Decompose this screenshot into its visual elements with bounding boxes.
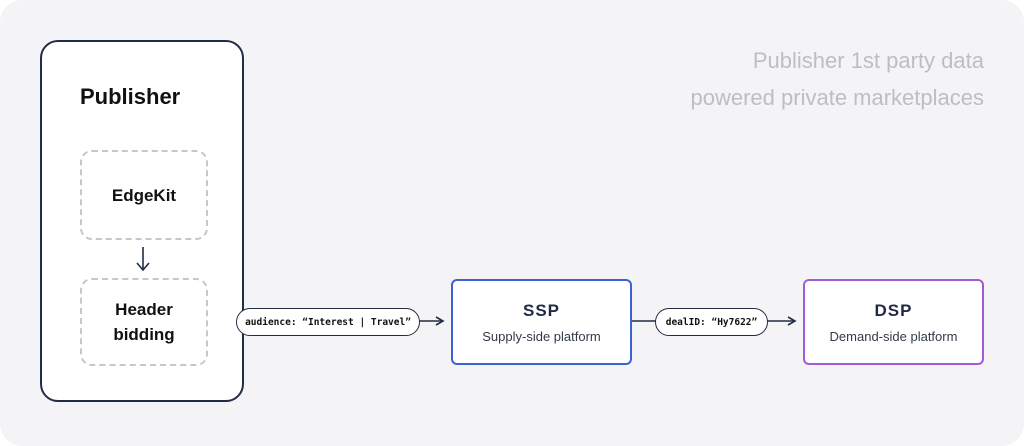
- dsp-title: DSP: [874, 300, 913, 320]
- arrow-down-icon: [136, 247, 150, 272]
- ssp-title: SSP: [522, 300, 561, 320]
- header-bidding-label-line-1: Header: [115, 300, 173, 319]
- dsp-subtitle: Demand-side platform: [829, 328, 958, 344]
- ssp-box: SSP Supply-side platform: [451, 279, 632, 365]
- edgekit-label: EdgeKit: [111, 185, 177, 205]
- headline-line-2: powered private marketplaces: [690, 85, 984, 110]
- deal-id-label: dealID: “Hy7622”: [655, 308, 768, 336]
- ssp-subtitle: Supply-side platform: [482, 328, 601, 344]
- headline-line-1: Publisher 1st party data: [752, 48, 984, 73]
- headline: Publisher 1st party data powered private…: [691, 42, 984, 116]
- publisher-box: Publisher EdgeKit Header bidding: [40, 40, 244, 402]
- publisher-title: Publisher: [80, 84, 181, 109]
- header-bidding-label-line-2: bidding: [113, 325, 175, 344]
- dsp-box: DSP Demand-side platform: [803, 279, 984, 365]
- header-bidding-box: Header bidding: [80, 278, 208, 366]
- audience-label: audience: “Interest | Travel”: [236, 308, 420, 336]
- edgekit-box: EdgeKit: [80, 150, 208, 240]
